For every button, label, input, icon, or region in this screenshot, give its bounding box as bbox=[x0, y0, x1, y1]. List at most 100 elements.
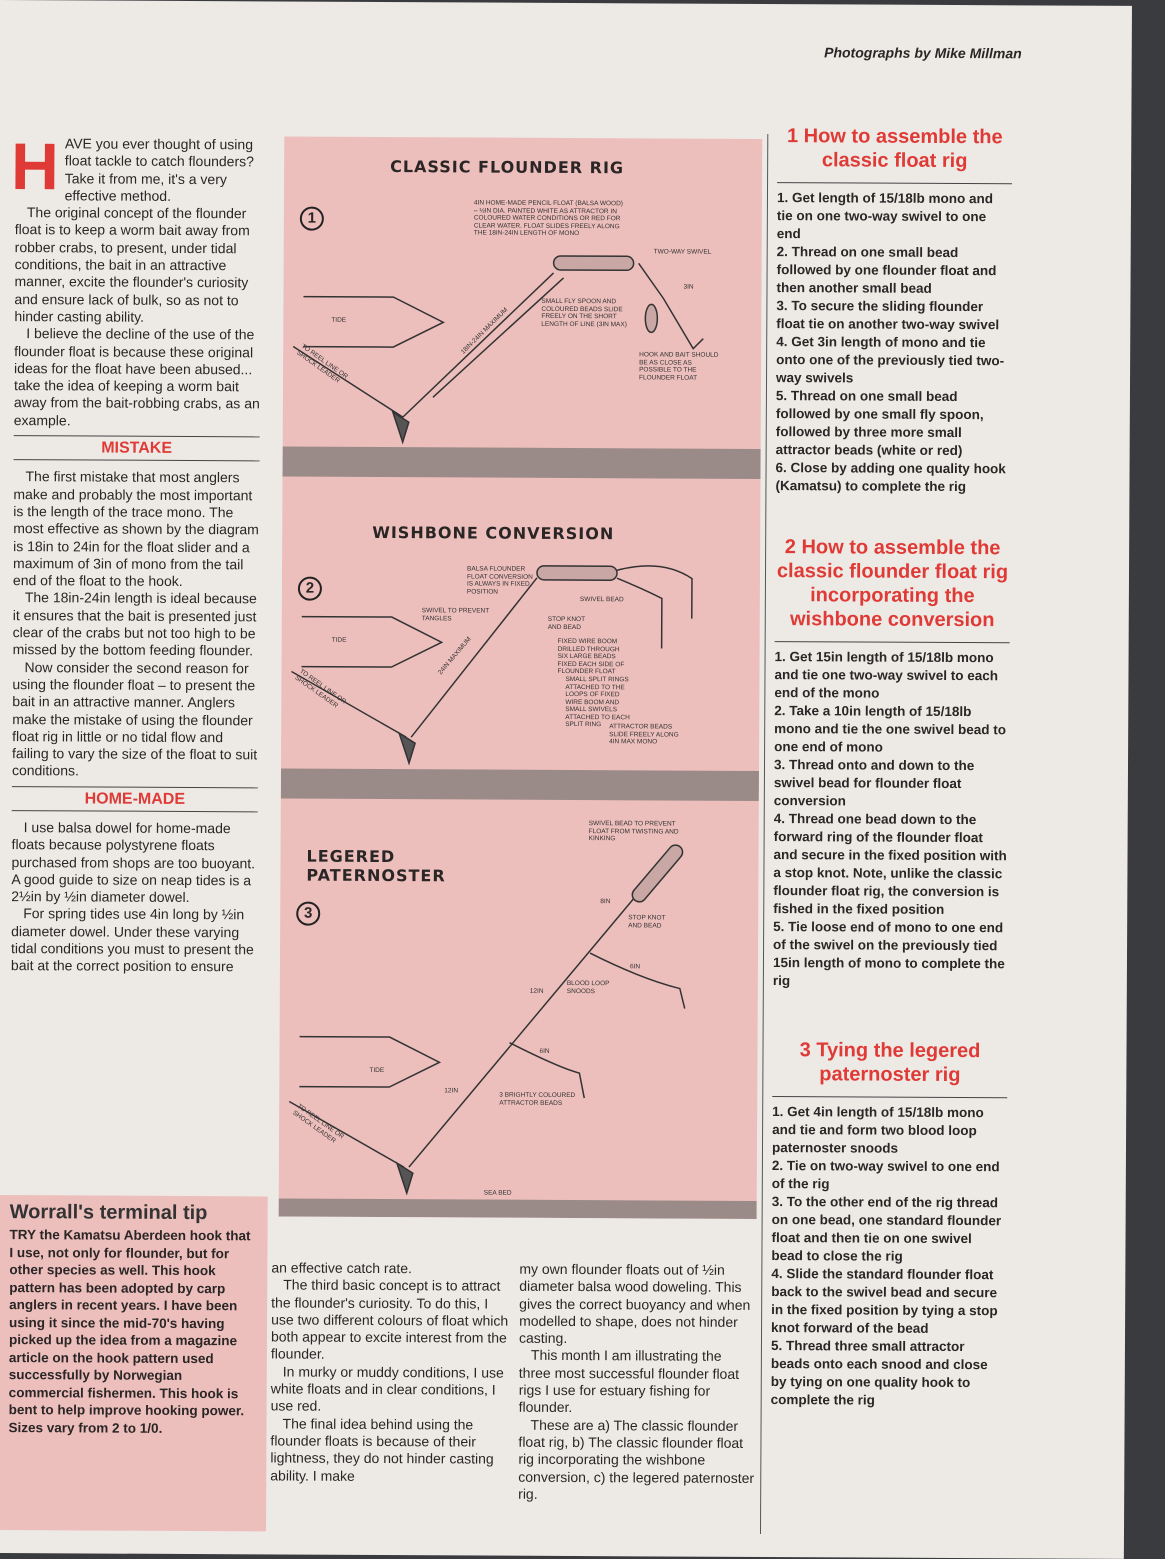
step: 5. Tie loose end of mono to one end of t… bbox=[772, 919, 1005, 989]
label-spoon: SMALL FLY SPOON AND COLOURED BEADS SLIDE… bbox=[541, 297, 627, 328]
divider bbox=[777, 182, 1013, 185]
step: 2. Tie on two-way swivel to one end of t… bbox=[771, 1158, 1000, 1192]
float-1 bbox=[552, 255, 635, 272]
label-beads: ATTRACTOR BEADS SLIDE FREELY ALONG 4in M… bbox=[609, 723, 679, 746]
seabed-3 bbox=[278, 1198, 757, 1219]
column-divider bbox=[759, 134, 769, 1535]
rig-2-line bbox=[291, 577, 538, 738]
wishbone-boom bbox=[616, 565, 693, 649]
label-stop-knot-3: STOP KNOT AND BEAD bbox=[628, 914, 666, 929]
label-swivel-tangles: SWIVEL TO PREVENT TANGLES bbox=[421, 607, 490, 622]
diagram-2-title: WISHBONE CONVERSION bbox=[372, 522, 615, 544]
tide-arrow-3 bbox=[299, 1035, 442, 1088]
step: 3. To secure the sliding flounder float … bbox=[776, 298, 1000, 333]
diagram-2-number: 2 bbox=[297, 576, 322, 601]
lead-weight-1 bbox=[391, 410, 410, 445]
label-swivel-bead-3: SWIVEL BEAD TO PREVENT FLOAT FROM TWISTI… bbox=[588, 820, 679, 843]
label-sea-bed: SEA BED bbox=[483, 1189, 512, 1197]
lead-weight-3 bbox=[395, 1161, 414, 1196]
step: 3. Thread onto and down to the swivel be… bbox=[773, 757, 975, 809]
tide-arrow-1 bbox=[303, 295, 445, 348]
rig-diagrams bbox=[278, 255, 761, 1219]
seabed-1 bbox=[282, 446, 761, 479]
label-rings: SMALL SPLIT RINGS ATTACHED TO THE LOOPS … bbox=[565, 675, 630, 729]
diagram-panel: CLASSIC FLOUNDER RIG 1 4in HOME-MADE PEN… bbox=[278, 136, 763, 1219]
label-boom: FIXED WIRE BOOM DRILLED THROUGH SIX LARG… bbox=[557, 637, 625, 676]
paragraph: an effective catch rate. bbox=[271, 1259, 413, 1277]
tip-title: Worrall's terminal tip bbox=[9, 1201, 208, 1225]
step: 5. Thread on one small bead followed by … bbox=[775, 388, 984, 459]
background-fabric bbox=[1132, 0, 1165, 1553]
label-8in: 8in bbox=[600, 898, 611, 906]
paragraph: For spring tides use 4in long by ½in dia… bbox=[10, 905, 254, 975]
paragraph: The third basic concept is to attract th… bbox=[270, 1276, 509, 1363]
paragraph: my own flounder floats out of ½in diamet… bbox=[518, 1260, 751, 1347]
bottom-column-1: an effective catch rate. The third basic… bbox=[270, 1259, 509, 1485]
right-column: 1 How to assemble the classic float rig … bbox=[771, 124, 1013, 1410]
hook-line-1 bbox=[638, 262, 704, 350]
subheading-home-made: HOME-MADE bbox=[11, 785, 258, 813]
paragraph: In murky or muddy conditions, I use whit… bbox=[270, 1363, 504, 1415]
tip-text: TRY the Kamatsu Aberdeen hook that I use… bbox=[8, 1227, 251, 1436]
photo-credit: Photographs by Mike Millman bbox=[824, 44, 1022, 62]
subheading-mistake: MISTAKE bbox=[13, 435, 260, 462]
label-swivel-bead: SWIVEL BEAD bbox=[579, 596, 624, 604]
paragraph: The 18in-24in length is ideal because it… bbox=[12, 589, 257, 659]
step: 4. Get 3in length of mono and tie onto o… bbox=[775, 334, 1005, 386]
label-12in-upper: 12in bbox=[529, 987, 544, 995]
label-6in-upper: 6in bbox=[629, 963, 641, 971]
paragraph: The original concept of the flounder flo… bbox=[14, 204, 250, 325]
section-2-heading: 2 How to assemble the classic flounder f… bbox=[776, 536, 1009, 632]
label-tide: TIDE bbox=[331, 316, 347, 324]
divider bbox=[772, 1096, 1008, 1099]
label-hook: HOOK AND BAIT SHOULD BE AS CLOSE AS POSS… bbox=[639, 351, 719, 382]
paragraph: Now consider the second reason for using… bbox=[11, 658, 258, 779]
seabed-2 bbox=[280, 768, 759, 801]
step: 1. Get 15in length of 15/18lb mono and t… bbox=[774, 649, 999, 701]
fly-spoon bbox=[644, 303, 659, 334]
paragraph: The final idea behind using the flounder… bbox=[270, 1415, 494, 1484]
step: 3. To the other end of the rig thread on… bbox=[771, 1194, 1002, 1264]
step: 1. Get 4in length of 15/18lb mono and ti… bbox=[771, 1104, 984, 1156]
left-column: H AVE you ever thought of using float ta… bbox=[10, 129, 261, 976]
magazine-page: Photographs by Mike Millman H AVE you ev… bbox=[0, 0, 1132, 1559]
step: 4. Thread one bead down to the forward r… bbox=[773, 811, 1007, 917]
label-attractor-beads: 3 BRIGHTLY COLOURED ATTRACTOR BEADS bbox=[499, 1091, 576, 1107]
label-blood-loop: BLOOD LOOP SNOODS bbox=[566, 979, 610, 995]
label-tide-2: TIDE bbox=[331, 636, 347, 644]
label-tide-3: TIDE bbox=[369, 1066, 385, 1075]
section-3-heading: 3 Tying the legered paternoster rig bbox=[799, 1039, 981, 1087]
step: 4. Slide the standard flounder float bac… bbox=[771, 1266, 998, 1336]
rig-3-line bbox=[288, 848, 677, 1168]
terminal-tip-box: Worrall's terminal tip TRY the Kamatsu A… bbox=[0, 1195, 268, 1532]
label-swivel: TWO-WAY SWIVEL bbox=[653, 248, 712, 256]
bottom-column-2: my own flounder floats out of ½in diamet… bbox=[518, 1261, 757, 1504]
snoods bbox=[509, 952, 686, 1099]
diagram-1-title: CLASSIC FLOUNDER RIG bbox=[390, 157, 625, 178]
step: 5. Thread three small attractor beads on… bbox=[770, 1338, 988, 1408]
section-1-heading: 1 How to assemble the classic float rig bbox=[786, 125, 1003, 173]
label-6in-lower: 6in bbox=[539, 1047, 550, 1055]
drop-cap: H bbox=[10, 129, 59, 204]
tide-arrow-2 bbox=[301, 615, 444, 668]
label-float: 4in HOME-MADE PENCIL FLOAT (BALSA WOOD) … bbox=[473, 199, 624, 238]
step: 2. Take a 10in length of 15/18lb mono an… bbox=[774, 703, 1007, 755]
label-balsa: BALSA FLOUNDER FLOAT CONVERSION IS ALWAY… bbox=[466, 565, 533, 596]
diagram-3-number: 3 bbox=[296, 901, 321, 926]
lead-weight-2 bbox=[397, 731, 416, 766]
paragraph: The first mistake that most anglers make… bbox=[12, 468, 259, 590]
paragraph: These are a) The classic flounder float … bbox=[518, 1416, 755, 1502]
paragraph: I use balsa dowel for home-made floats b… bbox=[11, 819, 256, 906]
step: 1. Get length of 15/18lb mono and tie on… bbox=[776, 190, 994, 242]
label-12in-lower: 12in bbox=[444, 1087, 459, 1095]
float-2 bbox=[536, 565, 618, 581]
rig-1-line bbox=[292, 272, 565, 418]
paragraph: I believe the decline of the use of the … bbox=[13, 325, 260, 429]
diagram-3-title: LEGERED PATERNOSTER bbox=[306, 846, 446, 886]
float-3 bbox=[631, 844, 684, 903]
divider bbox=[774, 641, 1010, 644]
step: 2. Thread on one small bead followed by … bbox=[776, 244, 997, 296]
paragraph: This month I am illustrating the three m… bbox=[518, 1347, 740, 1416]
label-3in: 3in bbox=[683, 283, 694, 291]
step: 6. Close by adding one quality hook (Kam… bbox=[775, 460, 1006, 495]
